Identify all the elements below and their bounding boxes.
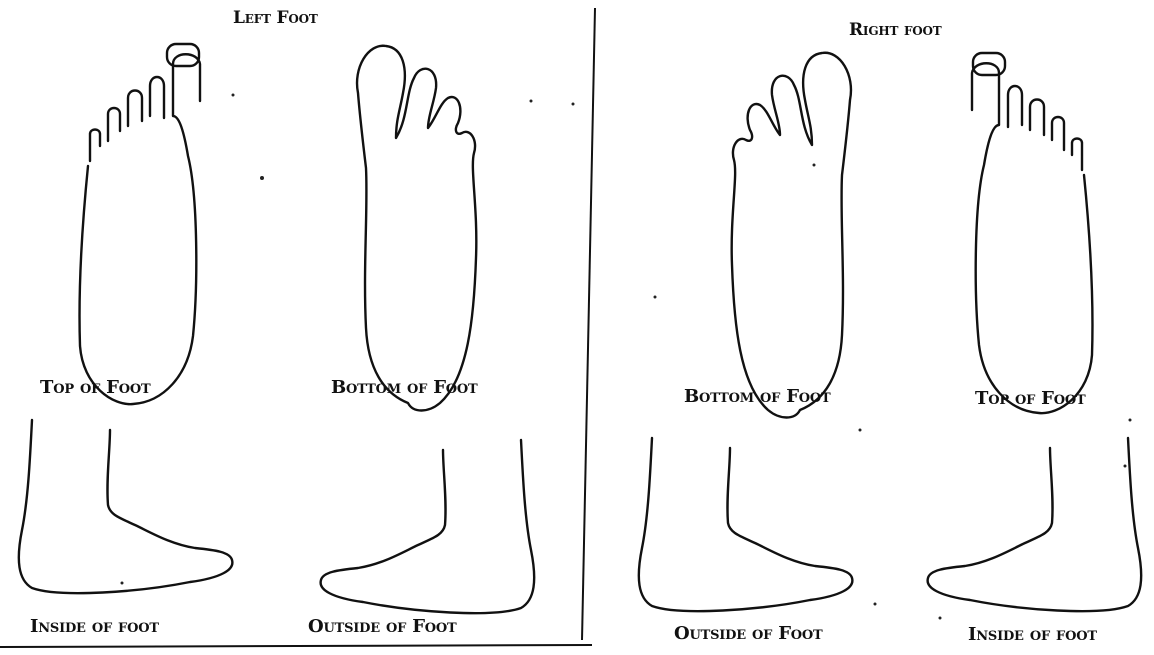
left-bottom-of-foot-caption: Bottom of Foot — [331, 377, 478, 398]
right-inside-of-foot-caption: Inside of foot — [968, 624, 1097, 645]
right-foot-title: Right foot — [849, 20, 942, 40]
left-foot-top-drawing — [80, 44, 200, 404]
left-foot-outside-drawing — [321, 440, 535, 613]
right-top-of-foot-caption: Top of Foot — [975, 388, 1085, 409]
right-bottom-of-foot-caption: Bottom of Foot — [684, 386, 831, 407]
left-foot-bottom-drawing — [357, 46, 476, 411]
right-foot-top-drawing — [972, 53, 1092, 413]
left-inside-of-foot-caption: Inside of foot — [30, 616, 159, 637]
right-foot-outside-drawing — [639, 438, 853, 611]
right-foot-inside-drawing — [928, 438, 1142, 611]
left-foot-title: Left Foot — [233, 8, 318, 28]
right-outside-of-foot-caption: Outside of Foot — [674, 623, 823, 644]
left-top-of-foot-caption: Top of Foot — [40, 377, 150, 398]
right-foot-bottom-drawing — [732, 53, 851, 418]
left-outside-of-foot-caption: Outside of Foot — [308, 616, 457, 637]
left-foot-inside-drawing — [19, 420, 233, 593]
